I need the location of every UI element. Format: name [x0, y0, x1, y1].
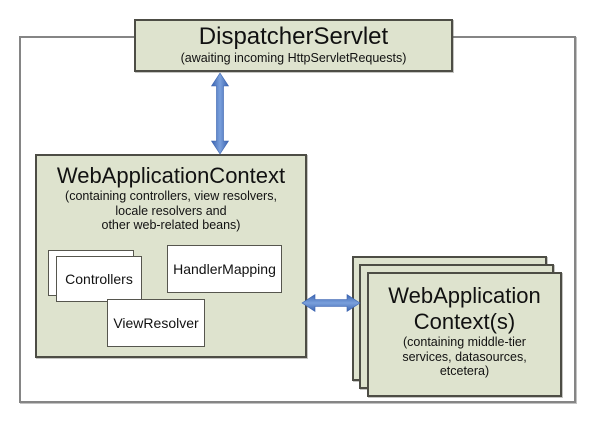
dispatcher-servlet-subtitle: (awaiting incoming HttpServletRequests): [180, 51, 407, 65]
web-application-context-title: WebApplicationContext: [56, 163, 286, 188]
view-resolver-label: ViewResolver: [113, 315, 199, 331]
handler-mapping-box: HandlerMapping: [167, 245, 282, 293]
middle-tier-context-box: WebApplication Context(s) (containing mi…: [367, 272, 562, 397]
dispatcher-servlet-title: DispatcherServlet: [198, 23, 389, 50]
controllers-box: Controllers: [56, 256, 142, 302]
bidirectional-arrow-horizontal-icon: [301, 293, 361, 313]
handler-mapping-label: HandlerMapping: [173, 261, 276, 277]
dispatcher-servlet-box: DispatcherServlet (awaiting incoming Htt…: [134, 19, 453, 72]
view-resolver-box: ViewResolver: [107, 299, 205, 347]
controllers-label: Controllers: [65, 271, 133, 287]
bidirectional-arrow-vertical-icon: [210, 72, 230, 155]
web-application-context-subtitle: (containing controllers, view resolvers,…: [65, 189, 277, 232]
middle-tier-context-subtitle: (containing middle-tier services, dataso…: [402, 335, 527, 378]
middle-tier-context-title: WebApplication Context(s): [388, 283, 541, 334]
